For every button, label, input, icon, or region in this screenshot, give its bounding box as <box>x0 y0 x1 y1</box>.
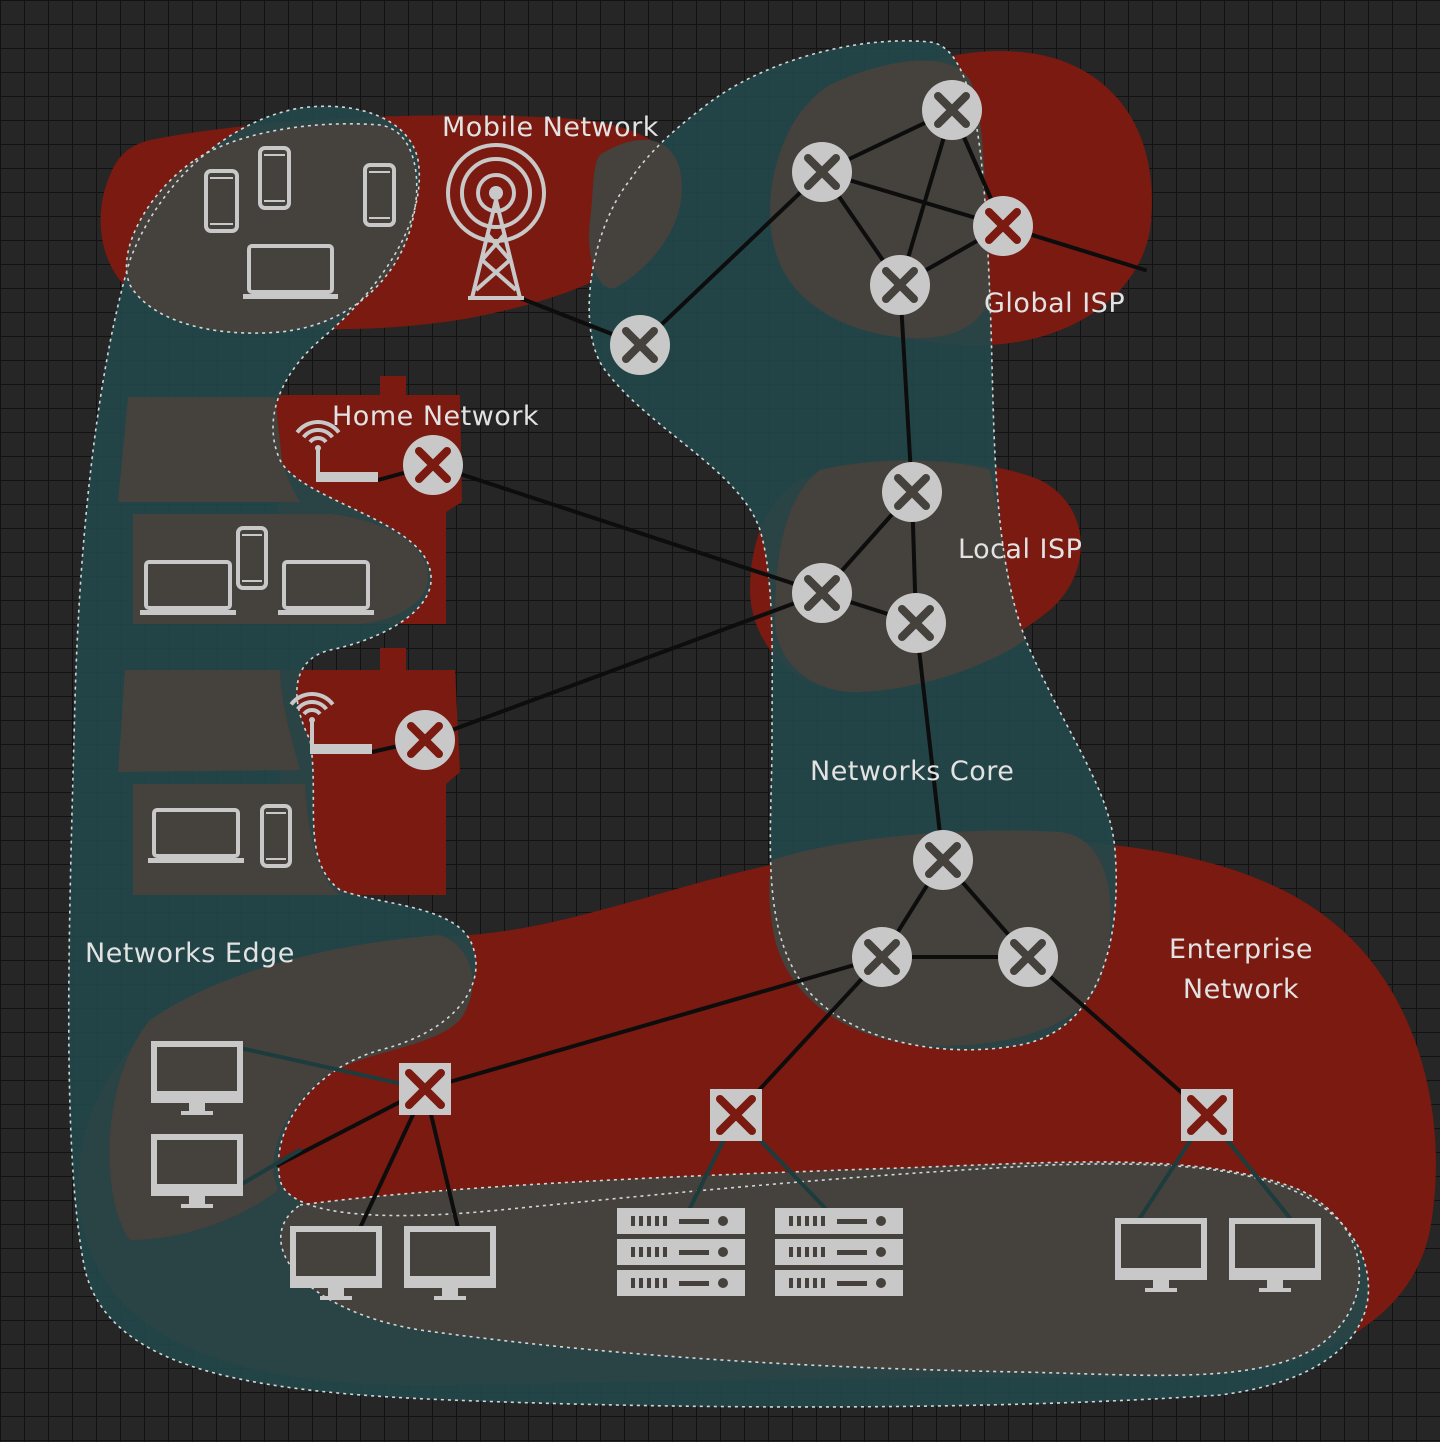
mobile-devices-gray-region <box>126 123 417 334</box>
phone-icon <box>204 169 239 233</box>
link-line <box>1026 955 1209 1117</box>
router-cross-icon <box>870 255 930 315</box>
router-cross-icon <box>792 142 852 202</box>
router-cross-icon <box>998 927 1058 987</box>
region-labels: Mobile Network Home Network Global ISP L… <box>85 112 1313 1005</box>
link-line <box>431 463 824 595</box>
desktop-monitor-icon <box>151 1041 243 1115</box>
link-line <box>898 283 914 494</box>
router-cross-icon <box>882 462 942 522</box>
link-line <box>898 108 954 287</box>
link-line-edge <box>238 1148 302 1187</box>
desktop-monitor-icon <box>290 1226 382 1300</box>
home-1-house-bottom <box>133 514 429 624</box>
label-global-isp: Global ISP <box>984 288 1125 319</box>
link-line <box>820 170 1005 228</box>
link-line-edge <box>238 1046 427 1091</box>
wifi-router-icon <box>295 420 378 482</box>
label-enterprise-line1: Enterprise <box>1169 934 1313 965</box>
label-local-isp: Local ISP <box>958 534 1082 565</box>
router-cross-icon <box>395 710 455 770</box>
router-cross-icon <box>852 927 912 987</box>
desktop-monitor-icon <box>1115 1218 1207 1292</box>
home-2-house-top <box>118 670 300 772</box>
region-outline <box>125 122 418 334</box>
cell-tower-icon <box>446 143 546 300</box>
laptop-icon <box>148 808 244 863</box>
desktop-monitor-icon <box>151 1134 243 1208</box>
link-line <box>734 955 884 1117</box>
wifi-router-icon <box>289 692 372 754</box>
router-cross-icon <box>610 315 670 375</box>
router-cross-icon <box>403 435 463 495</box>
label-mobile-network: Mobile Network <box>442 112 659 143</box>
label-networks-core: Networks Core <box>810 756 1014 787</box>
server-rack-icon <box>617 1208 745 1296</box>
switch-cross-icon <box>1181 1089 1233 1141</box>
networks-core-gray-region <box>769 830 1111 1046</box>
laptop-icon <box>243 244 338 299</box>
label-home-network: Home Network <box>332 401 539 432</box>
link-line <box>423 591 824 742</box>
mobile-network-gray-region <box>589 139 682 289</box>
laptop-icon <box>140 560 236 615</box>
router-cross-icon <box>973 196 1033 256</box>
label-enterprise-line2: Network <box>1183 974 1299 1005</box>
router-cross-icon <box>922 80 982 140</box>
local-isp-gray-region <box>775 460 1025 693</box>
router-cross-icon <box>792 563 852 623</box>
switch-cross-icon <box>399 1063 451 1115</box>
region-outline <box>67 105 1370 1408</box>
enterprise-edge-gray-bottom <box>280 1161 1360 1376</box>
link-line <box>638 170 824 347</box>
phone-icon <box>258 146 291 210</box>
label-networks-edge: Networks Edge <box>85 938 295 969</box>
end-devices <box>140 143 1321 1300</box>
region-outline <box>280 1161 1361 1377</box>
desktop-monitor-icon <box>404 1226 496 1300</box>
phone-icon <box>363 163 396 227</box>
server-rack-icon <box>775 1208 903 1296</box>
link-line <box>423 955 884 1091</box>
phone-icon <box>236 526 268 590</box>
phone-icon <box>260 804 292 868</box>
router-cross-icon <box>913 830 973 890</box>
switch-cross-icon <box>710 1089 762 1141</box>
routers <box>395 80 1233 1141</box>
desktop-monitor-icon <box>1229 1218 1321 1292</box>
link-line <box>914 621 945 862</box>
laptop-icon <box>278 560 374 615</box>
router-cross-icon <box>886 593 946 653</box>
home-1-house-top <box>118 397 300 502</box>
